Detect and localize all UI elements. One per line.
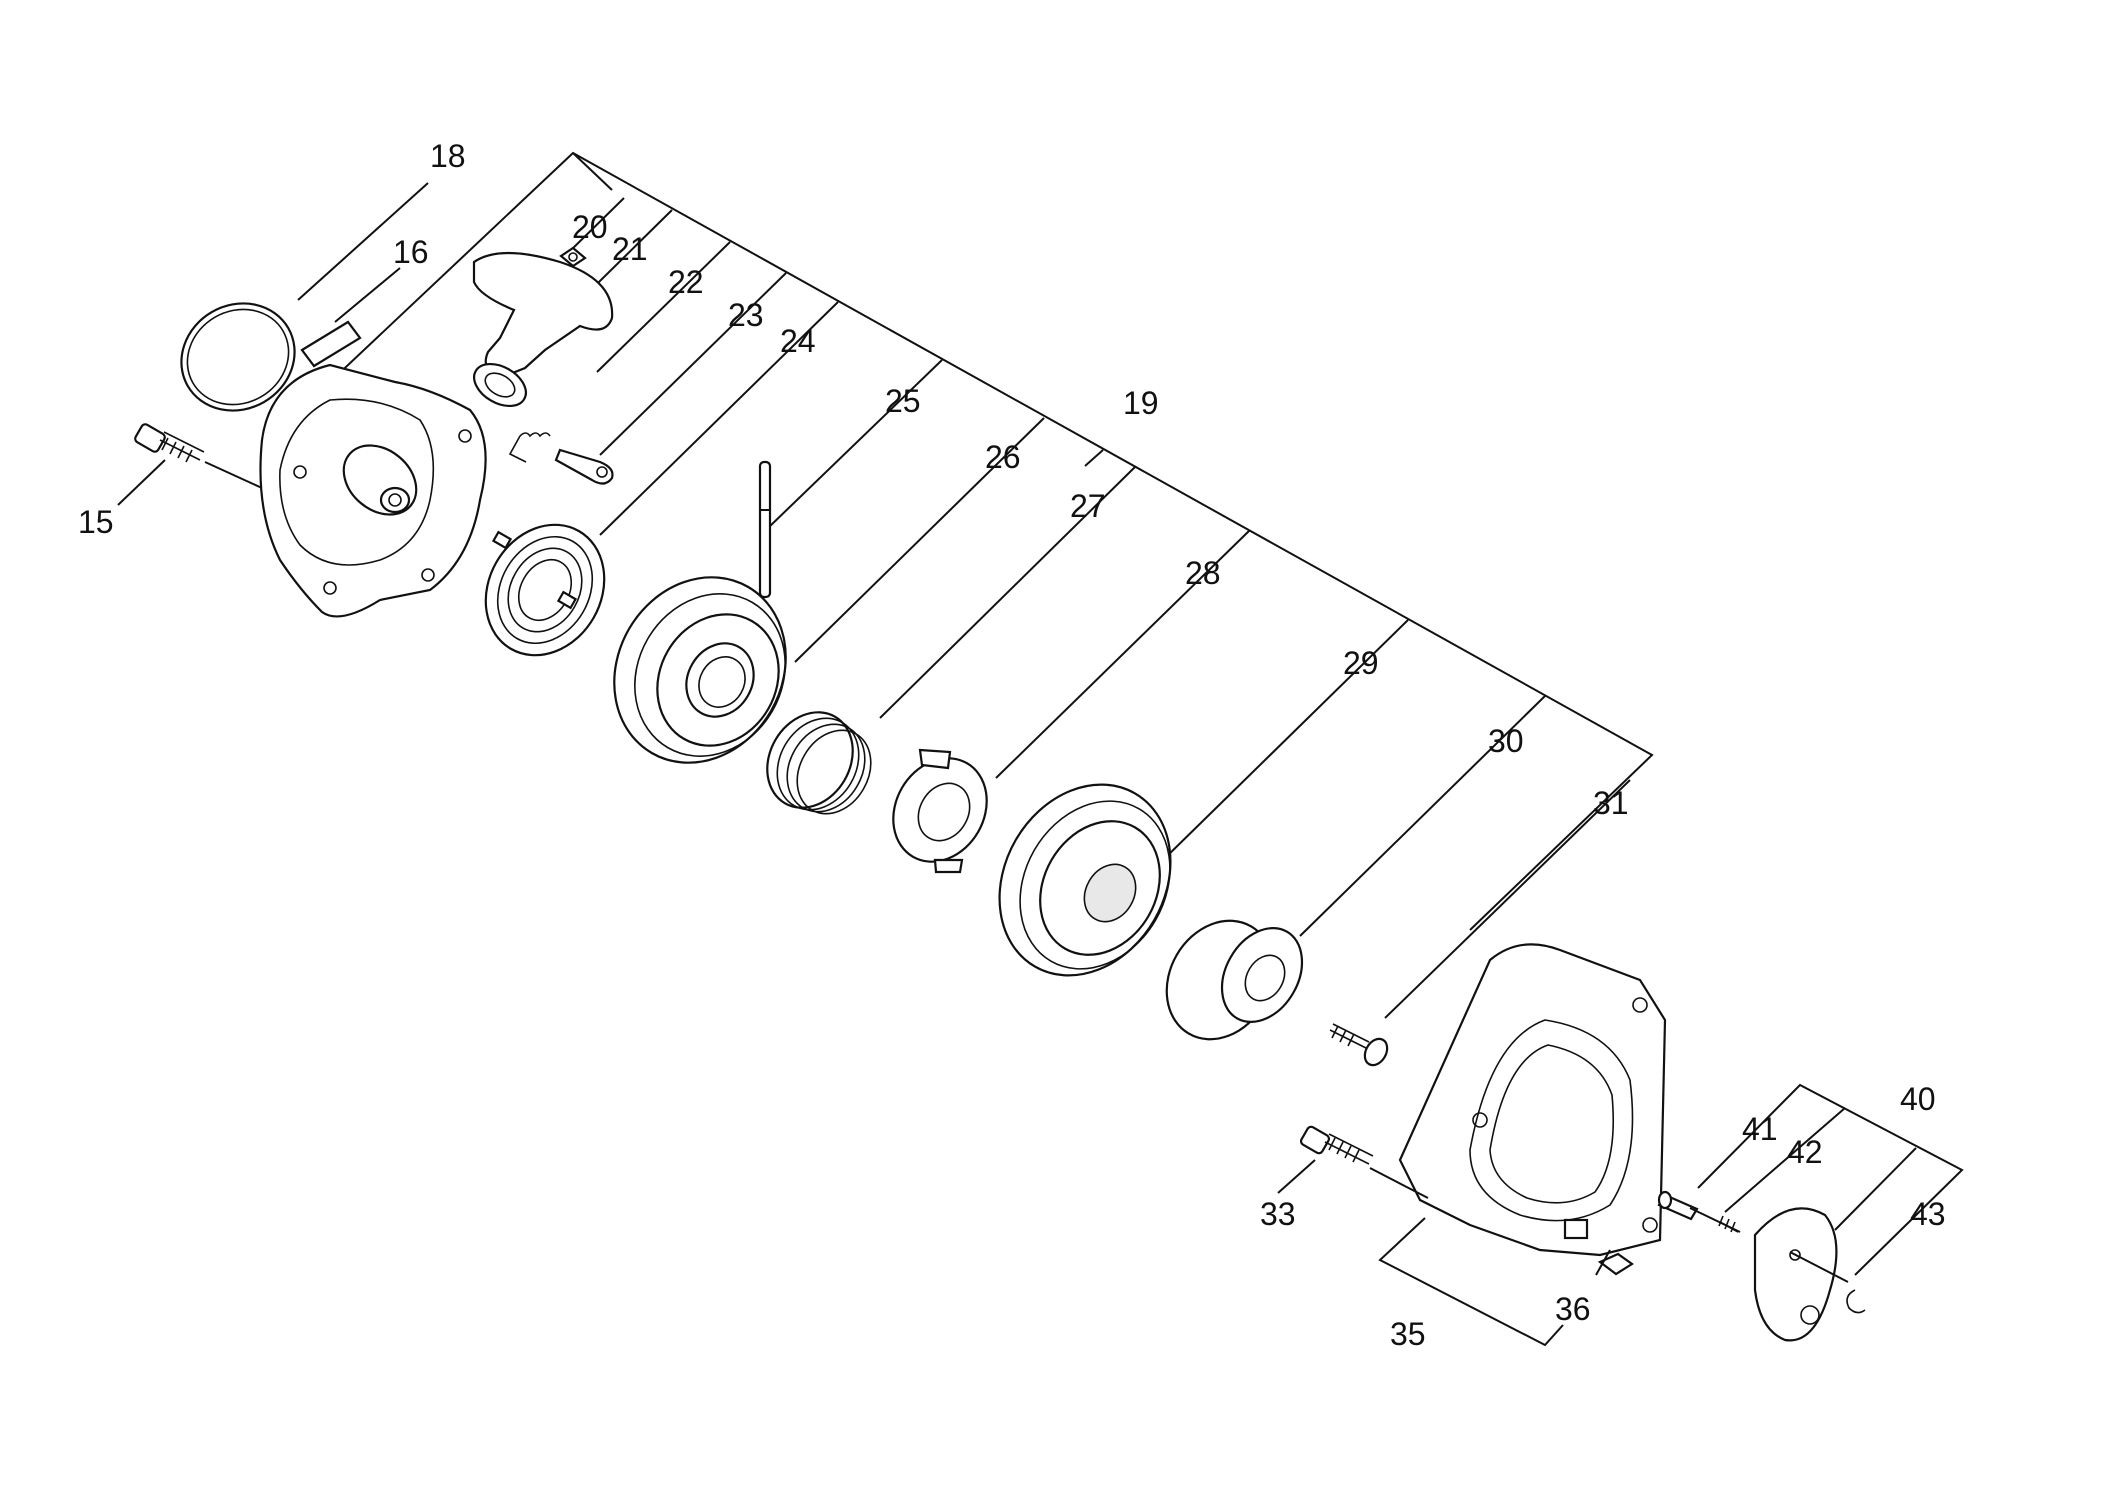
assembly-40-bracket bbox=[1689, 1083, 1964, 1283]
part-18-o-ring bbox=[180, 182, 429, 412]
label-24: 24 bbox=[780, 323, 816, 359]
label-33: 33 bbox=[1260, 1196, 1296, 1232]
part-28-ratchet bbox=[892, 748, 988, 874]
part-22-spring bbox=[508, 432, 551, 463]
starter-housing bbox=[259, 363, 487, 618]
callout-labels: 18 16 20 21 22 23 24 25 19 26 27 28 29 3… bbox=[78, 138, 1946, 1352]
label-26: 26 bbox=[985, 439, 1021, 475]
label-23: 23 bbox=[728, 297, 764, 333]
part-26-pulley bbox=[613, 576, 787, 764]
label-40: 40 bbox=[1900, 1081, 1936, 1117]
part-33-bolt bbox=[1277, 1125, 1429, 1199]
label-19: 19 bbox=[1123, 385, 1159, 421]
part-27-spring bbox=[766, 711, 872, 815]
label-21: 21 bbox=[612, 231, 648, 267]
label-29: 29 bbox=[1343, 645, 1379, 681]
part-24-recoil-spring bbox=[484, 523, 606, 657]
part-21-starter-handle bbox=[472, 246, 614, 408]
label-30: 30 bbox=[1488, 723, 1524, 759]
part-25-pin bbox=[758, 460, 772, 599]
label-41: 41 bbox=[1742, 1111, 1778, 1147]
label-28: 28 bbox=[1185, 555, 1221, 591]
part-35-cover bbox=[1398, 943, 1667, 1257]
label-35: 35 bbox=[1390, 1316, 1426, 1352]
label-36: 36 bbox=[1555, 1291, 1591, 1327]
label-42: 42 bbox=[1787, 1134, 1823, 1170]
part-23-pawl bbox=[554, 448, 614, 485]
part-43-clip bbox=[1846, 1289, 1866, 1314]
label-31: 31 bbox=[1593, 785, 1629, 821]
label-25: 25 bbox=[885, 383, 921, 419]
part-40-pawl-plate bbox=[1753, 1207, 1838, 1342]
label-18: 18 bbox=[430, 138, 466, 174]
part-30-hub bbox=[1165, 919, 1304, 1041]
assembly-35-bracket bbox=[1378, 1217, 1564, 1347]
part-41-pin bbox=[1657, 1190, 1699, 1221]
part-36-nut bbox=[1595, 1249, 1634, 1276]
label-43: 43 bbox=[1910, 1196, 1946, 1232]
label-20: 20 bbox=[572, 209, 608, 245]
assembly-19-bracket bbox=[329, 151, 1654, 1019]
part-31-screw bbox=[1329, 1023, 1389, 1067]
part-16-label bbox=[300, 267, 401, 368]
label-27: 27 bbox=[1070, 488, 1106, 524]
part-29-drum bbox=[998, 783, 1172, 977]
label-15: 15 bbox=[78, 504, 114, 540]
label-16: 16 bbox=[393, 234, 429, 270]
label-22: 22 bbox=[668, 264, 704, 300]
part-15-bolt bbox=[117, 423, 263, 506]
